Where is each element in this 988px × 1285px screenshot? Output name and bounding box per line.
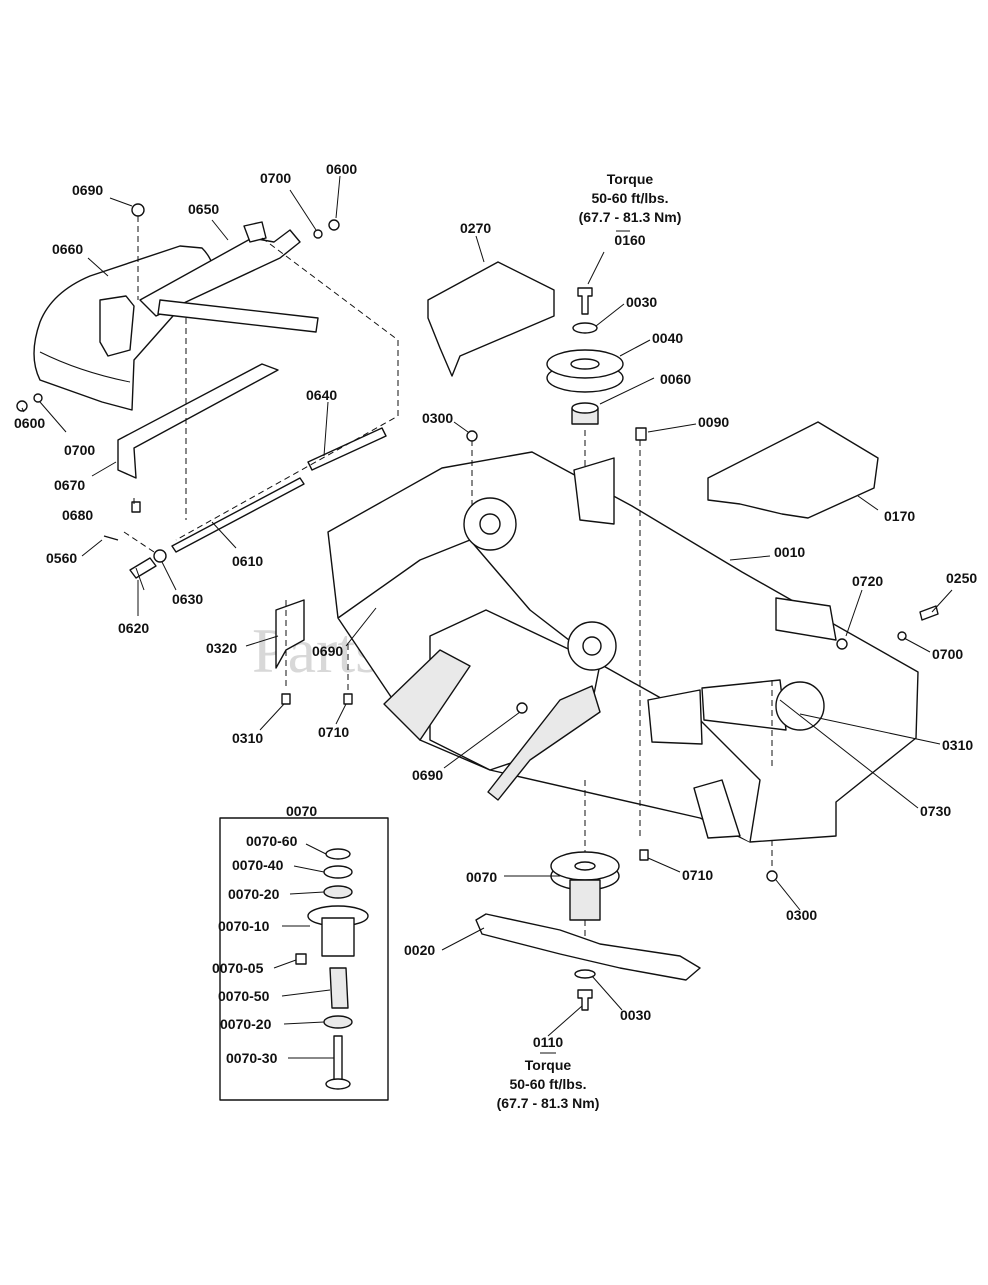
callout-0030[interactable]: 0030 (620, 1007, 651, 1023)
callout-0700[interactable]: 0700 (932, 646, 963, 662)
part-0030-washer-bottom[interactable] (574, 969, 596, 979)
callout-0310[interactable]: 0310 (942, 737, 973, 753)
part-0020-blade[interactable] (475, 913, 701, 981)
callout-0270[interactable]: 0270 (460, 220, 491, 236)
part-0070-spindle-assembly[interactable] (550, 851, 620, 921)
callout-leaders (21, 175, 953, 1059)
callout-0300[interactable]: 0300 (422, 410, 453, 426)
callout-0070-05[interactable]: 0070-05 (212, 960, 264, 976)
torque-top-heading: Torque (607, 171, 654, 187)
part-0170-spindle-cover[interactable] (707, 421, 879, 519)
part-0670-deflector-bar[interactable] (117, 363, 279, 479)
part-0620-torsion-spring[interactable] (129, 557, 157, 591)
callout-0070-30[interactable]: 0070-30 (226, 1050, 278, 1066)
callout-0610[interactable]: 0610 (232, 553, 263, 569)
part-0160-bolt[interactable] (577, 287, 593, 315)
callout-0670[interactable]: 0670 (54, 477, 85, 493)
callout-0070-50[interactable]: 0070-50 (218, 988, 270, 1004)
part-0610-pivot-rod[interactable] (171, 477, 305, 553)
callout-0620[interactable]: 0620 (118, 620, 149, 636)
hardware-deck-fasteners (281, 427, 939, 882)
callout-0040[interactable]: 0040 (652, 330, 683, 346)
callout-labels: 0690 0650 0700 0600 0660 0600 0700 0670 … (14, 161, 977, 1111)
torque-top-metric: (67.7 - 81.3 Nm) (579, 209, 682, 225)
callout-0070-20[interactable]: 0070-20 (220, 1016, 272, 1032)
callout-0300[interactable]: 0300 (786, 907, 817, 923)
callout-0070-20[interactable]: 0070-20 (228, 886, 280, 902)
callout-0070-10[interactable]: 0070-10 (218, 918, 270, 934)
callout-0710[interactable]: 0710 (682, 867, 713, 883)
callout-0640[interactable]: 0640 (306, 387, 337, 403)
callout-0660[interactable]: 0660 (52, 241, 83, 257)
part-0060-spacer[interactable] (571, 402, 599, 425)
inset-spindle-exploded (219, 817, 389, 1101)
callout-0170[interactable]: 0170 (884, 508, 915, 524)
part-0640-pivot-rod[interactable] (307, 427, 387, 471)
part-0650-support-bracket[interactable] (139, 221, 319, 333)
callout-0110[interactable]: 0110 (533, 1034, 564, 1050)
callout-0710[interactable]: 0710 (318, 724, 349, 740)
callout-0690[interactable]: 0690 (72, 182, 103, 198)
callout-0010[interactable]: 0010 (774, 544, 805, 560)
callout-0600[interactable]: 0600 (326, 161, 357, 177)
callout-0630[interactable]: 0630 (172, 591, 203, 607)
callout-0700[interactable]: 0700 (260, 170, 291, 186)
part-0660-discharge-chute[interactable] (33, 245, 215, 411)
callout-0720[interactable]: 0720 (852, 573, 883, 589)
inset-title-0070[interactable]: 0070 (286, 803, 317, 819)
part-0270-belt-cover[interactable] (427, 261, 555, 377)
part-0040-pulley[interactable] (546, 349, 624, 393)
callout-0690[interactable]: 0690 (312, 643, 343, 659)
part-0030-washer-top[interactable] (572, 322, 598, 334)
callout-0560[interactable]: 0560 (46, 550, 77, 566)
callout-0020[interactable]: 0020 (404, 942, 435, 958)
callout-0320[interactable]: 0320 (206, 640, 237, 656)
torque-bottom-metric: (67.7 - 81.3 Nm) (497, 1095, 600, 1111)
torque-bottom-heading: Torque (525, 1057, 572, 1073)
callout-0030[interactable]: 0030 (626, 294, 657, 310)
callout-0690[interactable]: 0690 (412, 767, 443, 783)
callout-0090[interactable]: 0090 (698, 414, 729, 430)
callout-0070-60[interactable]: 0070-60 (246, 833, 298, 849)
callout-0070[interactable]: 0070 (466, 869, 497, 885)
callout-0250[interactable]: 0250 (946, 570, 977, 586)
callout-0730[interactable]: 0730 (920, 803, 951, 819)
part-0320-baffle[interactable] (275, 599, 305, 669)
part-0010-mower-deck[interactable] (327, 451, 919, 843)
callout-0650[interactable]: 0650 (188, 201, 219, 217)
callout-0160[interactable]: 0160 (614, 232, 645, 248)
callout-0680[interactable]: 0680 (62, 507, 93, 523)
callout-0600[interactable]: 0600 (14, 415, 45, 431)
callout-0310[interactable]: 0310 (232, 730, 263, 746)
torque-top-value: 50-60 ft/lbs. (591, 190, 668, 206)
torque-bottom-value: 50-60 ft/lbs. (509, 1076, 586, 1092)
callout-0070-40[interactable]: 0070-40 (232, 857, 284, 873)
hardware-small-parts (16, 203, 340, 563)
callout-0060[interactable]: 0060 (660, 371, 691, 387)
callout-0700[interactable]: 0700 (64, 442, 95, 458)
part-0110-blade-bolt[interactable] (577, 989, 593, 1011)
